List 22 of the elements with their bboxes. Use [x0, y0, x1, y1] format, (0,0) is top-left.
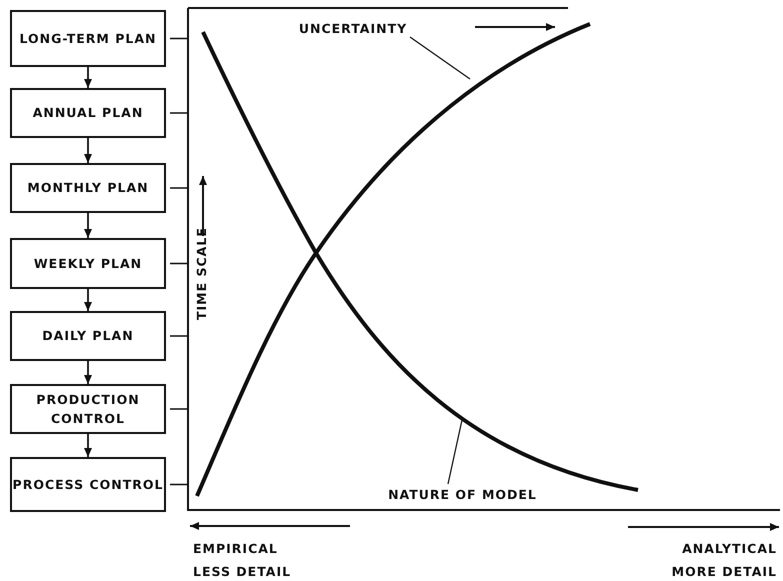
axis-label: EMPIRICAL [193, 543, 278, 556]
arrow [84, 138, 92, 163]
axis-label: LESS DETAIL [193, 566, 292, 578]
arrow [84, 289, 92, 311]
process-box: WEEKLY PLAN [10, 238, 166, 289]
arrow [84, 67, 92, 88]
process-box: LONG-TERM PLAN [10, 10, 166, 67]
process-box: MONTHLY PLAN [10, 163, 166, 213]
axis-label: MORE DETAIL [672, 566, 777, 578]
curve-label: NATURE OF MODEL [375, 486, 550, 504]
process-box: DAILY PLAN [10, 311, 166, 361]
process-box: ANNUAL PLAN [10, 88, 166, 138]
axis-label: TIME SCALE [196, 227, 208, 320]
arrow [84, 213, 92, 238]
arrow [84, 434, 92, 457]
process-box: PROCESS CONTROL [10, 457, 166, 512]
axis-label: ANALYTICAL [682, 543, 777, 556]
leader-line [410, 36, 470, 80]
process-box: PRODUCTION CONTROL [10, 384, 166, 434]
arrow [84, 361, 92, 384]
curve-label: UNCERTAINTY [298, 20, 408, 38]
leader-line [447, 420, 463, 484]
